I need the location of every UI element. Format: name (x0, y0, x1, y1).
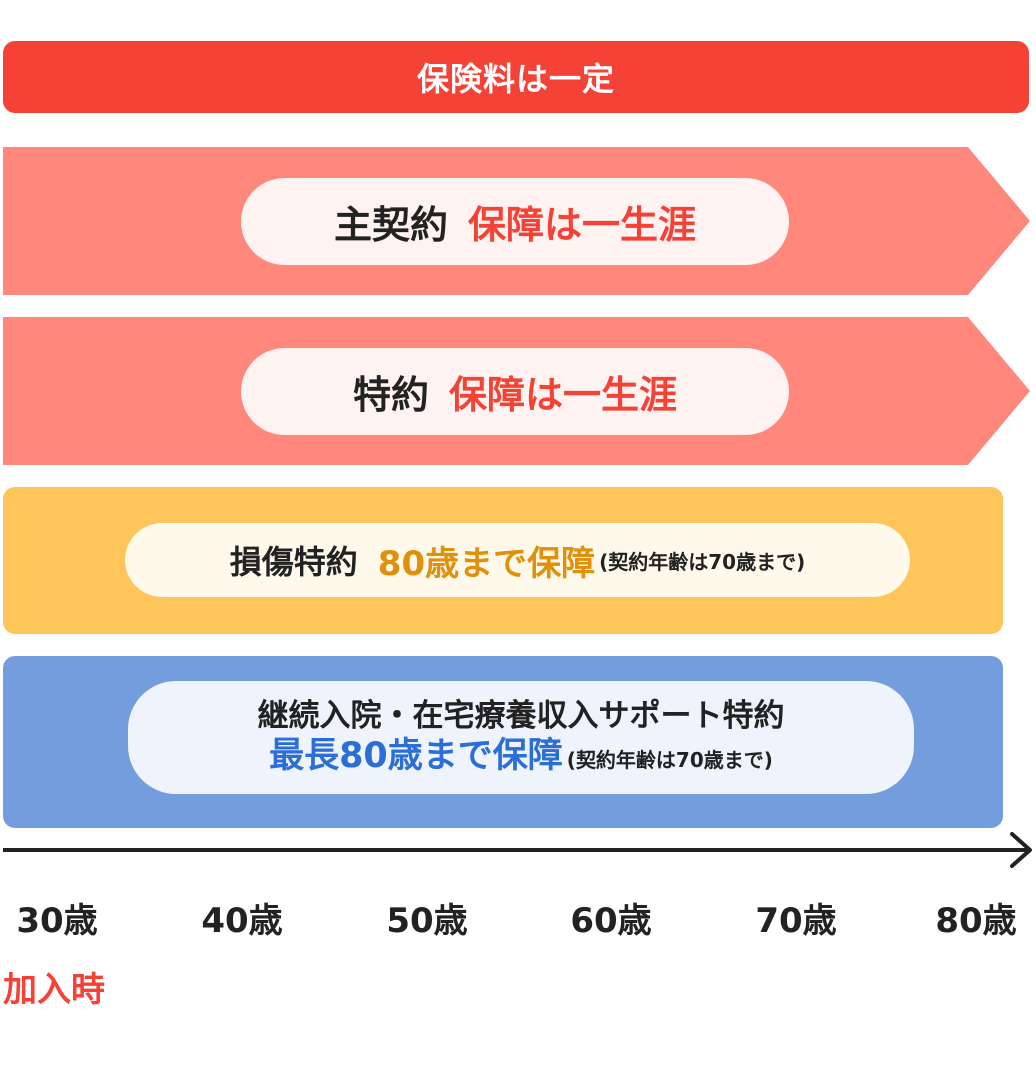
hospital-rider-name: 継続入院・在宅療養収入サポート特約 (257, 697, 785, 734)
hospital-rider-pill: 継続入院・在宅療養収入サポート特約 最長80歳まで保障 (契約年齢は70歳まで) (128, 681, 914, 794)
special-contract-pill: 特約 保障は一生涯 (241, 348, 789, 435)
axis-tick-label: 80歳 (935, 901, 1017, 941)
axis-tick-label: 60歳 (570, 901, 652, 941)
special-contract-coverage: 保障は一生涯 (449, 373, 678, 417)
premium-constant-bar: 保険料は一定 (3, 41, 1029, 113)
hospital-rider-coverage: 最長80歳まで保障 (269, 736, 563, 777)
axis-tick-label: 70歳 (755, 901, 837, 941)
special-contract-name: 特約 (352, 373, 429, 417)
axis-tick-label: 40歳 (201, 901, 283, 941)
axis-tick-label: 30歳 (16, 901, 98, 941)
injury-rider-coverage: 80歳まで保障 (377, 543, 596, 584)
age-axis-arrow (3, 832, 1032, 868)
injury-rider-name: 損傷特約 (229, 543, 358, 581)
injury-rider-note: (契約年齢は70歳まで) (599, 549, 806, 574)
premium-label: 保険料は一定 (416, 60, 615, 98)
axis-tick-label: 50歳 (386, 901, 468, 941)
join-time-label: 加入時 (3, 970, 105, 1010)
main-contract-coverage: 保障は一生涯 (468, 203, 697, 247)
injury-rider-pill: 損傷特約 80歳まで保障 (契約年齢は70歳まで) (125, 523, 910, 597)
hospital-rider-note: (契約年齢は70歳まで) (566, 748, 773, 773)
main-contract-pill: 主契約 保障は一生涯 (241, 178, 789, 265)
main-contract-name: 主契約 (333, 203, 448, 247)
